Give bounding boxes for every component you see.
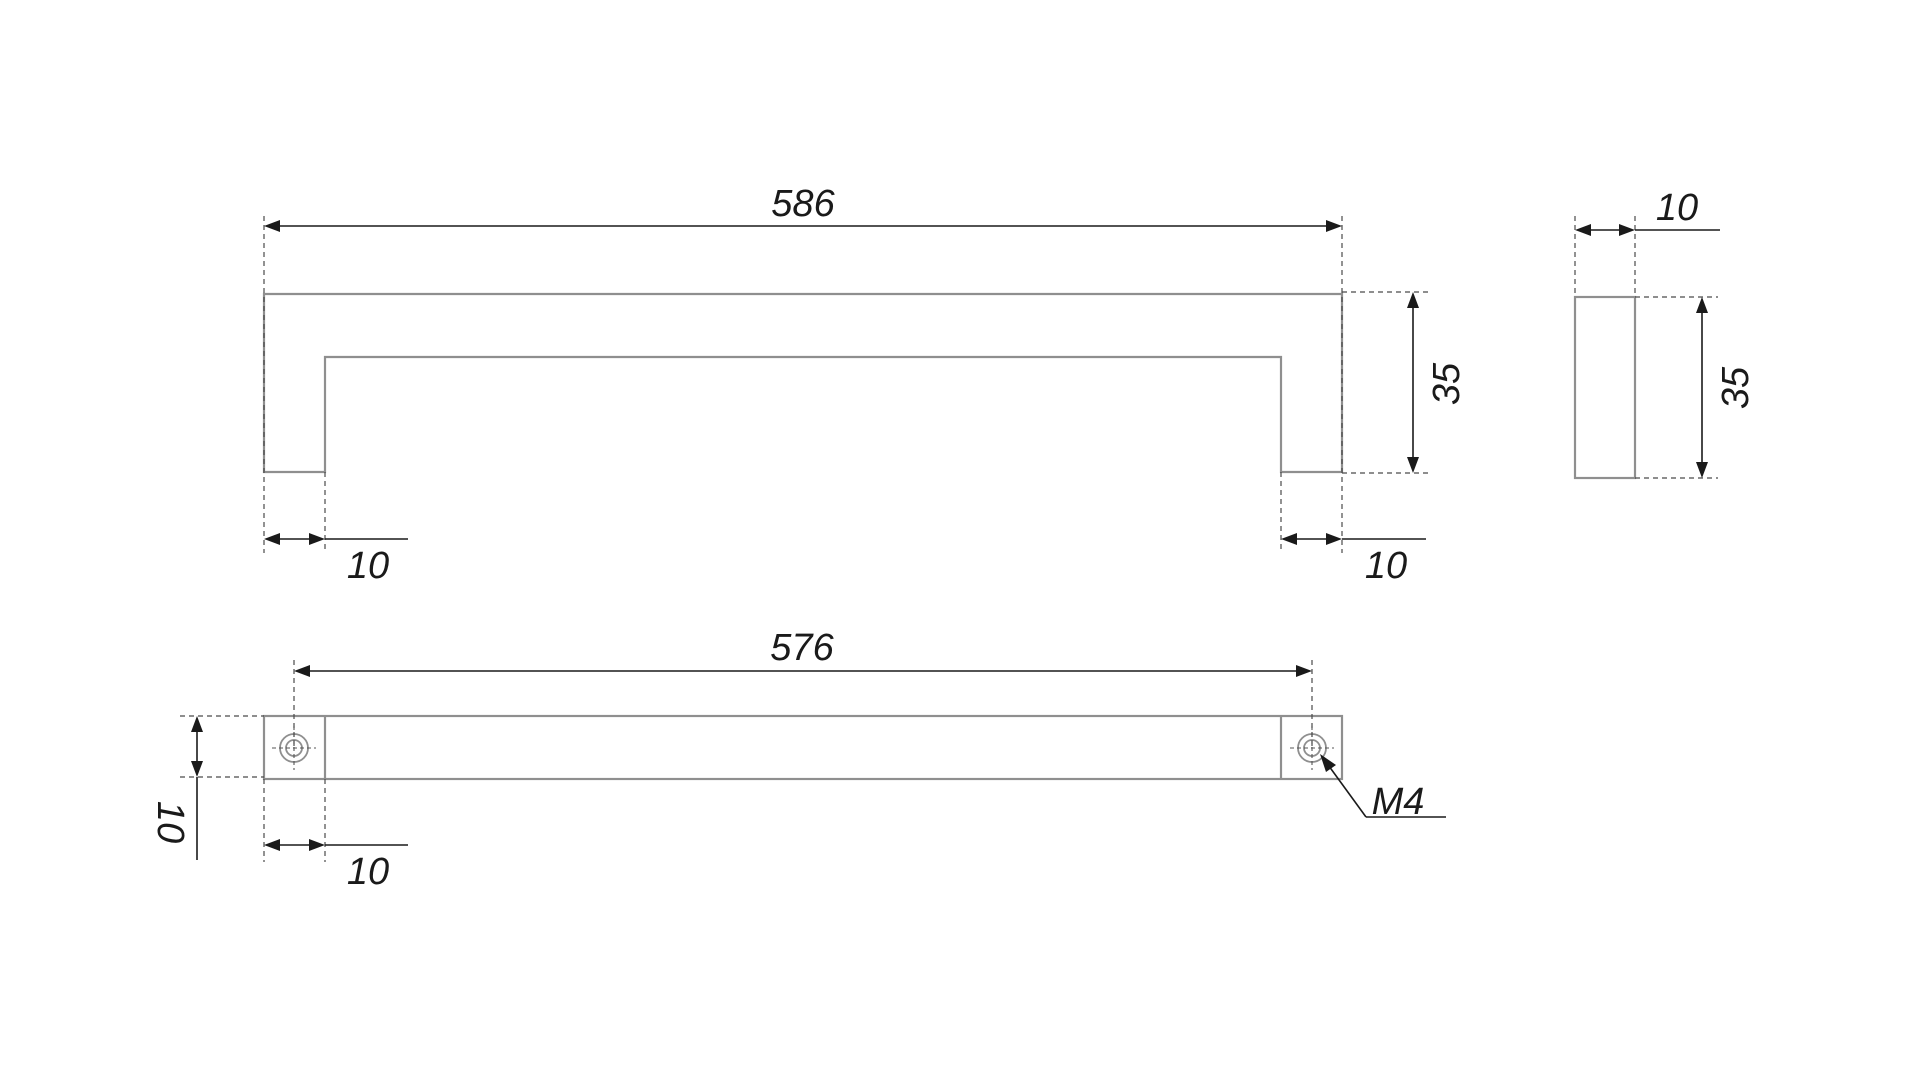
dimension-overall-length: 586 xyxy=(263,183,1343,553)
arrowhead-bottom xyxy=(191,761,203,777)
dimension-left-leg: 10 xyxy=(264,472,408,587)
arrowhead-bottom xyxy=(1407,457,1419,473)
dimension-right-leg: 10 xyxy=(1280,472,1426,587)
dimension-edge-offset: 10 xyxy=(263,779,408,893)
side-view: 10 35 xyxy=(1573,187,1757,480)
dimension-side-thickness: 10 xyxy=(1574,187,1720,297)
arrowhead-left xyxy=(264,533,280,545)
thread-callout: M4 xyxy=(1320,754,1446,823)
callout-leader xyxy=(1325,761,1367,818)
arrowhead-left xyxy=(264,839,280,851)
arrowhead-right xyxy=(309,839,325,851)
arrowhead-right xyxy=(1326,533,1342,545)
top-view: 576 10 10 M4 xyxy=(149,627,1446,893)
arrowhead-top xyxy=(1407,292,1419,308)
dimension-label-576: 576 xyxy=(770,627,834,669)
arrowhead-right xyxy=(309,533,325,545)
dimension-front-height: 35 xyxy=(1342,291,1468,474)
front-view-outline xyxy=(262,292,1344,474)
dimension-label-10-side: 10 xyxy=(1656,187,1698,229)
dimension-label-586: 586 xyxy=(771,183,835,225)
dimension-top-width: 10 xyxy=(149,715,264,860)
thread-label: M4 xyxy=(1372,781,1425,823)
dimension-label-10-offset: 10 xyxy=(347,851,389,893)
arrowhead-top xyxy=(191,716,203,732)
arrowhead-top xyxy=(1696,297,1708,313)
mounting-hole-right xyxy=(1290,726,1334,770)
dimension-side-height: 35 xyxy=(1635,296,1757,479)
dimension-hole-spacing: 576 xyxy=(293,627,1313,748)
dimension-label-10-left-leg: 10 xyxy=(347,545,389,587)
arrowhead-right xyxy=(1296,665,1312,677)
arrowhead-left xyxy=(1281,533,1297,545)
arrowhead-left xyxy=(264,220,280,232)
arrowhead-left xyxy=(294,665,310,677)
arrowhead-bottom xyxy=(1696,462,1708,478)
top-view-outline xyxy=(262,714,1344,781)
dimension-label-35-front: 35 xyxy=(1426,362,1468,405)
arrowhead-right xyxy=(1619,224,1635,236)
dimension-label-10-right-leg: 10 xyxy=(1365,545,1407,587)
dimension-label-35-side: 35 xyxy=(1715,366,1757,409)
arrowhead-right xyxy=(1326,220,1342,232)
front-view xyxy=(262,292,1344,474)
arrowhead-left xyxy=(1575,224,1591,236)
callout-arrowhead xyxy=(1320,754,1336,772)
side-view-outline xyxy=(1573,295,1637,480)
dimension-label-10-width: 10 xyxy=(149,801,191,843)
